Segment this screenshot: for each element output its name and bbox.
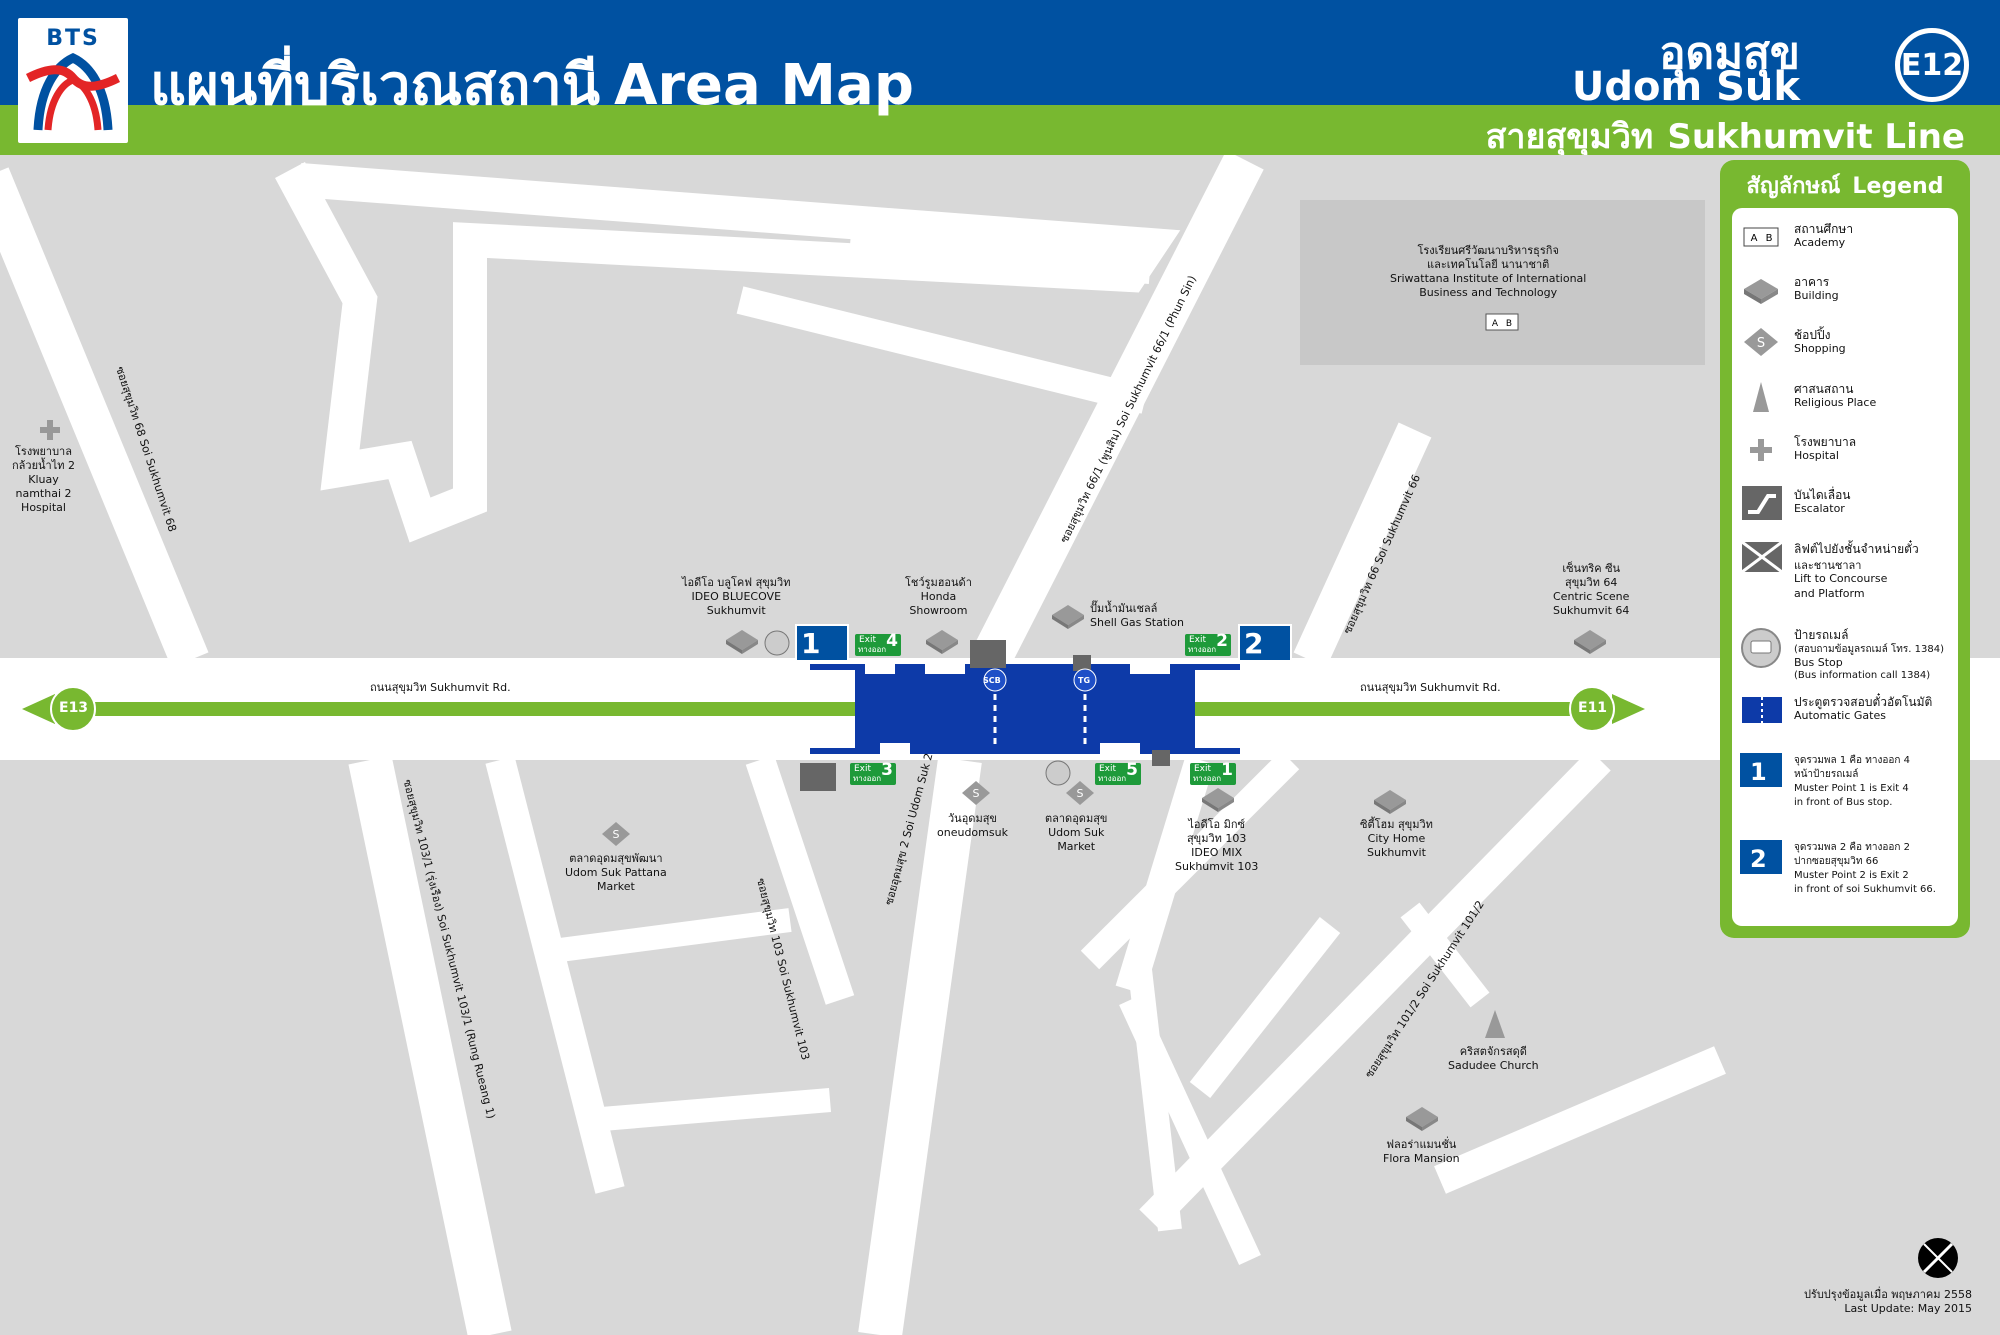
tg-label: TG bbox=[1078, 676, 1091, 685]
bts-logo-text: BTS bbox=[46, 26, 100, 51]
religious-place-icon bbox=[1485, 1010, 1505, 1038]
sukhumvit-rd-east-label: ถนนสุขุมวิท Sukhumvit Rd. bbox=[1360, 681, 1501, 694]
compass-rose-icon bbox=[1918, 1238, 1958, 1278]
title-en: Area Map bbox=[614, 53, 914, 118]
building-icon bbox=[926, 630, 958, 654]
shell-label: ปั๊มน้ำมันเชลล์ Shell Gas Station bbox=[1090, 602, 1184, 629]
line-name-th: สายสุขุมวิท bbox=[1485, 117, 1654, 157]
scb-label: SCB bbox=[983, 676, 1001, 685]
last-update: ปรับปรุงข้อมูลเมื่อ พฤษภาคม 2558 Last Up… bbox=[1803, 1288, 1972, 1315]
building-icon bbox=[1574, 630, 1606, 654]
bus-stop-icon bbox=[764, 630, 790, 656]
legend-title: สัญลักษณ์Legend bbox=[1746, 174, 1944, 199]
kluay-hospital-label: โรงพยาบาล กล้วยน้ำไท 2 Kluay namthai 2 H… bbox=[12, 445, 75, 514]
pattana-market-label: ตลาดอุดมสุขพัฒนา Udom Suk Pattana Market bbox=[565, 852, 667, 893]
ideo-bluecove-label: ไอดีโอ บลูโคฟ สุขุมวิท IDEO BLUECOVE Suk… bbox=[682, 576, 791, 617]
svg-text:A: A bbox=[1751, 233, 1758, 244]
bts-logo: BTS bbox=[18, 18, 128, 143]
svg-text:S: S bbox=[613, 828, 620, 841]
muster-point-1-icon: 1 bbox=[1740, 753, 1782, 787]
header-bar bbox=[0, 0, 2000, 105]
flora-mansion-label: ฟลอร่าแมนชั่น Flora Mansion bbox=[1383, 1138, 1460, 1165]
shopping-icon: S bbox=[1744, 328, 1778, 356]
sukhumvit-rd-west-label: ถนนสุขุมวิท Sukhumvit Rd. bbox=[370, 681, 511, 694]
building-icon bbox=[726, 630, 758, 654]
automatic-gates-icon bbox=[1742, 697, 1782, 723]
svg-text:1: 1 bbox=[1750, 758, 1767, 786]
building-icon bbox=[1052, 605, 1084, 629]
bus-stop-icon bbox=[1045, 760, 1071, 786]
building-icon bbox=[1202, 788, 1234, 812]
honda-showroom-label: โชว์รูมฮอนด้า Honda Showroom bbox=[905, 576, 972, 617]
lift-icon bbox=[1741, 540, 1782, 574]
tg-atm-icon bbox=[1073, 668, 1097, 692]
station-e11-marker bbox=[1569, 686, 1615, 732]
rail-arrow-east bbox=[1612, 694, 1645, 724]
svg-text:S: S bbox=[1757, 336, 1765, 351]
station-building bbox=[855, 670, 1195, 748]
sadudee-church-label: คริสตจักรสดุดี Sadudee Church bbox=[1448, 1045, 1539, 1072]
shopping-icon: S bbox=[962, 781, 990, 805]
udomsuk-market-label: ตลาดอุดมสุข Udom Suk Market bbox=[1045, 812, 1108, 853]
escalator-icon bbox=[1742, 486, 1782, 520]
school-block bbox=[1300, 200, 1705, 365]
rail-arrow-west bbox=[22, 694, 55, 724]
bts-logo-mark-icon bbox=[25, 53, 121, 131]
line-name-en: Sukhumvit Line bbox=[1667, 117, 1965, 157]
escalator-icon bbox=[970, 640, 1006, 668]
muster-point-2-sign: 2 bbox=[1238, 624, 1292, 662]
centric-label: เซ็นทริค ซีน สุขุมวิท 64 Centric Scene S… bbox=[1553, 562, 1630, 617]
hospital-icon bbox=[1750, 439, 1772, 461]
oneudomsuk-label: วันอุดมสุข oneudomsuk bbox=[937, 812, 1008, 839]
station-code-badge: E12 bbox=[1895, 28, 1969, 102]
svg-text:2: 2 bbox=[1750, 845, 1767, 873]
station-e13-marker bbox=[50, 686, 96, 732]
shopping-icon: S bbox=[1066, 781, 1094, 805]
shopping-icon: S bbox=[602, 822, 630, 846]
svg-text:S: S bbox=[973, 787, 980, 800]
building-icon bbox=[1374, 790, 1406, 814]
lift-icon bbox=[1073, 655, 1091, 671]
line-bar bbox=[0, 105, 2000, 155]
school-label: โรงเรียนศรีวัฒนาบริหารธุรกิจ และเทคโนโลย… bbox=[1390, 244, 1587, 299]
building-icon bbox=[1406, 1107, 1438, 1131]
muster-point-1-sign: 1 bbox=[795, 624, 849, 662]
muster-point-2-icon: 2 bbox=[1740, 840, 1782, 874]
page-title: แผนที่บริเวณสถานีArea Map bbox=[150, 40, 928, 129]
religious-place-icon bbox=[1753, 382, 1769, 412]
ideo-mix-label: ไอดีโอ มิกซ์ สุขุมวิท 103 IDEO MIX Sukhu… bbox=[1175, 818, 1259, 873]
rail-line bbox=[40, 702, 1630, 716]
bus-stop-icon bbox=[1741, 628, 1781, 668]
building-icon bbox=[1744, 279, 1778, 304]
station-e13-label: E13 bbox=[59, 700, 89, 716]
svg-text:A: A bbox=[1492, 319, 1499, 329]
line-name: สายสุขุมวิท Sukhumvit Line bbox=[1472, 109, 1965, 163]
escalator-icon bbox=[800, 763, 836, 791]
station-e11-label: E11 bbox=[1578, 700, 1608, 716]
scb-atm-icon bbox=[983, 668, 1007, 692]
lift-icon bbox=[1152, 750, 1170, 766]
city-home-label: ซิตี้โฮม สุขุมวิท City Home Sukhumvit bbox=[1360, 818, 1433, 859]
station-name-th: อุดมสุข bbox=[1659, 28, 1800, 79]
svg-text:B: B bbox=[1766, 233, 1773, 244]
svg-text:B: B bbox=[1506, 319, 1512, 329]
svg-text:S: S bbox=[1077, 787, 1084, 800]
station-name-en: Udom Suk bbox=[1571, 64, 1800, 110]
hospital-icon bbox=[40, 420, 60, 440]
title-th: แผนที่บริเวณสถานี bbox=[150, 53, 601, 118]
